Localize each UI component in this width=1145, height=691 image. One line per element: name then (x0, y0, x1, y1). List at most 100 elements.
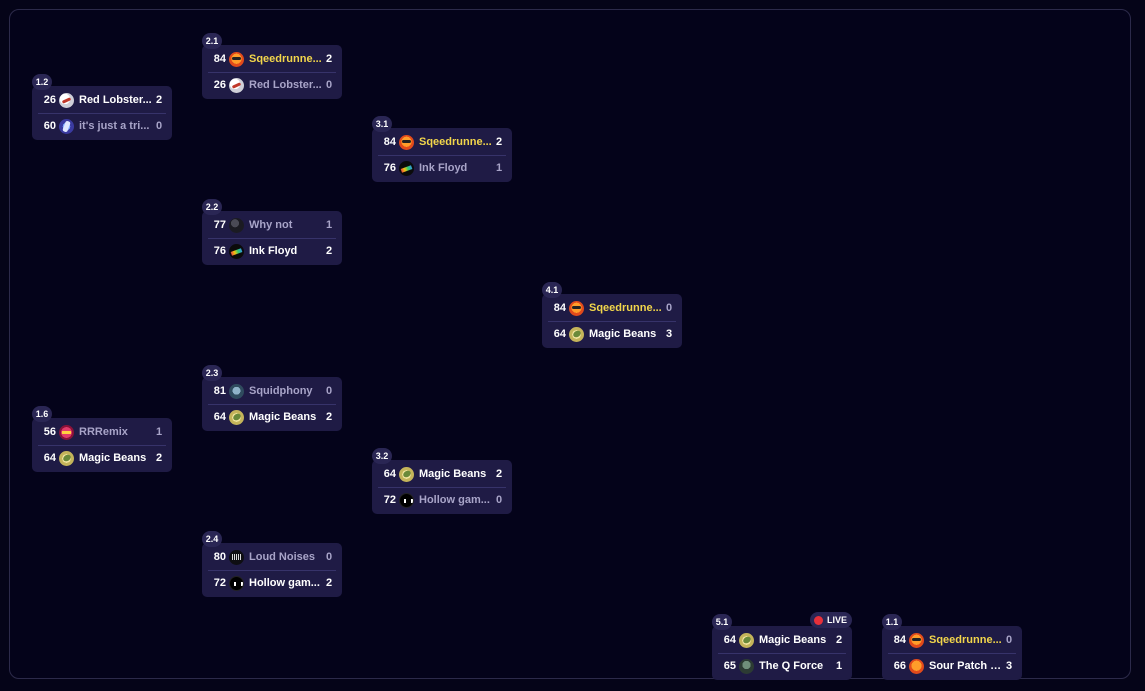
team-seed: 64 (383, 468, 396, 480)
match-number-badge: 5.1 (712, 614, 732, 630)
squidphony-icon (229, 383, 244, 399)
team-name[interactable]: Red Lobster... (79, 94, 152, 106)
team-score: 0 (326, 551, 333, 563)
team-score: 0 (1006, 634, 1013, 646)
match-number-badge: 3.2 (372, 448, 392, 464)
team-score: 1 (496, 162, 503, 174)
team-seed: 81 (213, 385, 226, 397)
team-name[interactable]: Magic Beans (589, 328, 657, 340)
magic-beans-icon (59, 450, 74, 466)
team-score: 2 (326, 577, 333, 589)
team-name[interactable]: Magic Beans (759, 634, 827, 646)
team-score: 0 (496, 494, 503, 506)
team-name[interactable]: Squidphony (249, 385, 313, 397)
team-name[interactable]: Ink Floyd (419, 162, 468, 174)
team-name[interactable]: Sqeedrunne... (249, 53, 322, 65)
team-name[interactable]: Why not (249, 219, 293, 231)
row-divider (208, 404, 336, 405)
team-name[interactable]: Magic Beans (79, 452, 147, 464)
sqeedrunners-icon (229, 51, 244, 67)
team-name[interactable]: Sqeedrunne... (419, 136, 492, 148)
ink-floyd-icon (399, 160, 414, 176)
team-seed: 64 (43, 452, 56, 464)
team-name[interactable]: Hollow gam... (249, 577, 320, 589)
team-name[interactable]: Sour Patch Squ... (929, 660, 1002, 672)
team-row[interactable]: 65 The Q Force 1 (712, 653, 852, 679)
row-divider (548, 321, 676, 322)
team-name[interactable]: Sqeedrunne... (929, 634, 1002, 646)
team-seed: 72 (383, 494, 396, 506)
rrremix-icon (59, 424, 74, 440)
magic-beans-icon (739, 632, 754, 648)
team-name[interactable]: it's just a tri... (79, 120, 150, 132)
ink-floyd-icon (229, 243, 244, 259)
team-score: 2 (156, 452, 163, 464)
team-row[interactable]: 72 Hollow gam... 0 (372, 487, 512, 513)
team-name[interactable]: Red Lobster... (249, 79, 322, 91)
match-number-badge: 1.6 (32, 406, 52, 422)
team-name[interactable]: Sqeedrunne... (589, 302, 662, 314)
team-name[interactable]: The Q Force (759, 660, 824, 672)
team-seed: 84 (383, 136, 396, 148)
why-not-icon (229, 217, 244, 233)
row-divider (208, 570, 336, 571)
team-score: 1 (836, 660, 843, 672)
team-name[interactable]: Magic Beans (249, 411, 317, 423)
team-seed: 26 (213, 79, 226, 91)
row-divider (208, 72, 336, 73)
lobster-icon (229, 77, 244, 93)
team-score: 2 (326, 411, 333, 423)
team-seed: 65 (723, 660, 736, 672)
team-score: 2 (496, 468, 503, 480)
team-name[interactable]: Loud Noises (249, 551, 316, 563)
magic-beans-icon (399, 466, 414, 482)
team-name[interactable]: Magic Beans (419, 468, 487, 480)
match-card-3-2[interactable]: 3.2 64 Magic Beans 2 72 Hollow gam... 0 (372, 448, 512, 514)
team-score: 2 (326, 53, 333, 65)
team-name[interactable]: Ink Floyd (249, 245, 298, 257)
team-name[interactable]: RRRemix (79, 426, 128, 438)
hollow-gamers-icon (229, 575, 244, 591)
team-seed: 26 (43, 94, 56, 106)
match-number-badge: 2.3 (202, 365, 222, 381)
magic-beans-icon (569, 326, 584, 342)
trick-icon (59, 118, 74, 134)
team-score: 2 (156, 94, 163, 106)
team-name[interactable]: Hollow gam... (419, 494, 490, 506)
team-row[interactable]: 26 Red Lobster... 2 (32, 87, 172, 113)
team-seed: 60 (43, 120, 56, 132)
team-seed: 56 (43, 426, 56, 438)
team-seed: 64 (213, 411, 226, 423)
team-row[interactable]: 64 Magic Beans 2 (32, 445, 172, 471)
row-divider (38, 113, 166, 114)
team-row[interactable]: 64 Magic Beans 2 (202, 404, 342, 430)
match-number-badge: 2.4 (202, 531, 222, 547)
team-row[interactable]: 64 Magic Beans 2 (372, 461, 512, 487)
